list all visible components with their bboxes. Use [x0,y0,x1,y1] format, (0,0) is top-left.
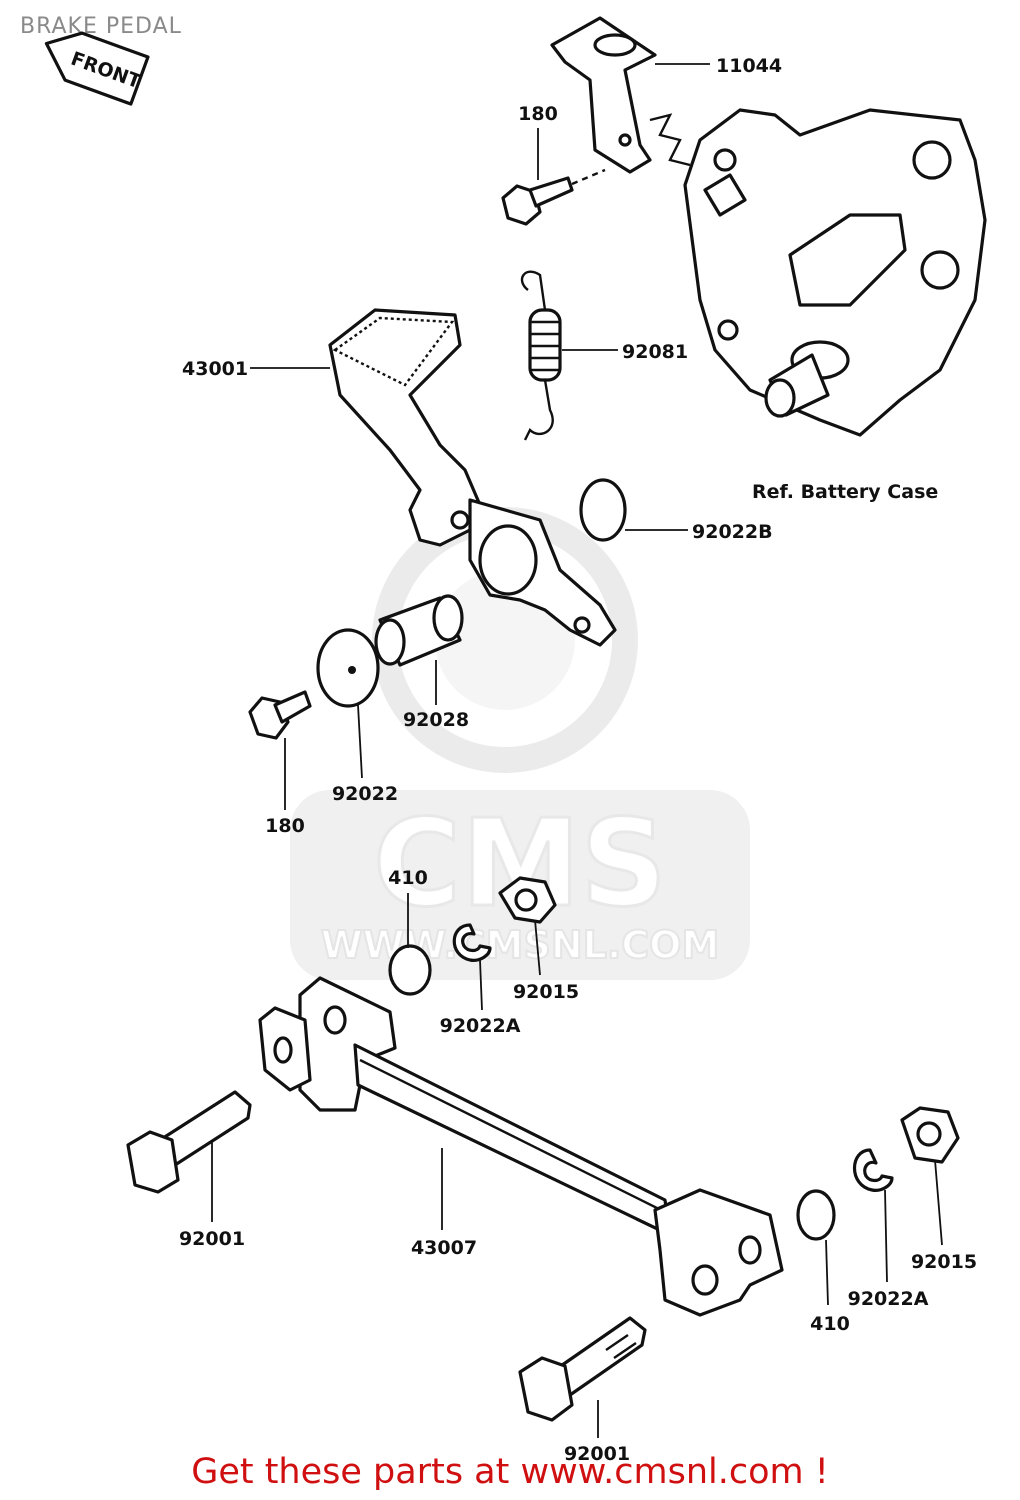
circlip-92022a-upper [452,923,492,962]
page-title: BRAKE PEDAL [20,14,182,39]
label-92022a-lower: 92022A [848,1288,929,1310]
reference-note: Ref. Battery Case [752,481,938,503]
label-92081: 92081 [622,341,688,363]
washer-410-upper [388,944,432,996]
nut-92015-lower [900,1106,960,1164]
brake-rod-43007 [258,976,784,1317]
label-43001: 43001 [182,358,248,380]
washer-410-lower [796,1189,836,1241]
label-92022: 92022 [332,783,398,805]
bolt-180-top [501,168,606,226]
watermark-url: WWW.CMSNL.COM [321,923,720,967]
label-43007: 43007 [411,1237,477,1259]
bolt-180-lower [248,690,312,740]
battery-case-bracket [649,108,987,437]
footer-link[interactable]: Get these parts at www.cmsnl.com ! [191,1452,829,1492]
clevis-pin-92001-bottom [518,1316,647,1422]
collar-92028 [374,594,464,667]
part-labels: 11044 180 92081 43001 92022B 92028 92022… [179,55,977,1465]
bracket-11044 [550,16,657,174]
leader-lines [211,63,943,1438]
front-arrow-tag: FRONT [44,31,150,106]
label-410-lower: 410 [810,1313,850,1335]
label-410-upper: 410 [388,867,428,889]
label-92015-upper: 92015 [513,981,579,1003]
nut-92015-upper [498,876,557,924]
circlip-92022a-lower [853,1148,894,1192]
brake-pedal-43001 [328,308,617,647]
label-92015-lower: 92015 [911,1251,977,1273]
label-180-top: 180 [518,103,558,125]
clevis-pin-92001-left [126,1090,252,1194]
washer-92022 [316,628,380,708]
label-92022a-upper: 92022A [440,1015,521,1037]
label-92001-bottom: 92001 [564,1443,630,1465]
label-92022b: 92022B [692,521,773,543]
label-11044: 11044 [716,55,782,77]
label-92001-left: 92001 [179,1228,245,1250]
washer-92022b [579,478,627,542]
label-180-lower: 180 [265,815,305,837]
spring-92081 [520,270,562,441]
label-92028: 92028 [403,709,469,731]
